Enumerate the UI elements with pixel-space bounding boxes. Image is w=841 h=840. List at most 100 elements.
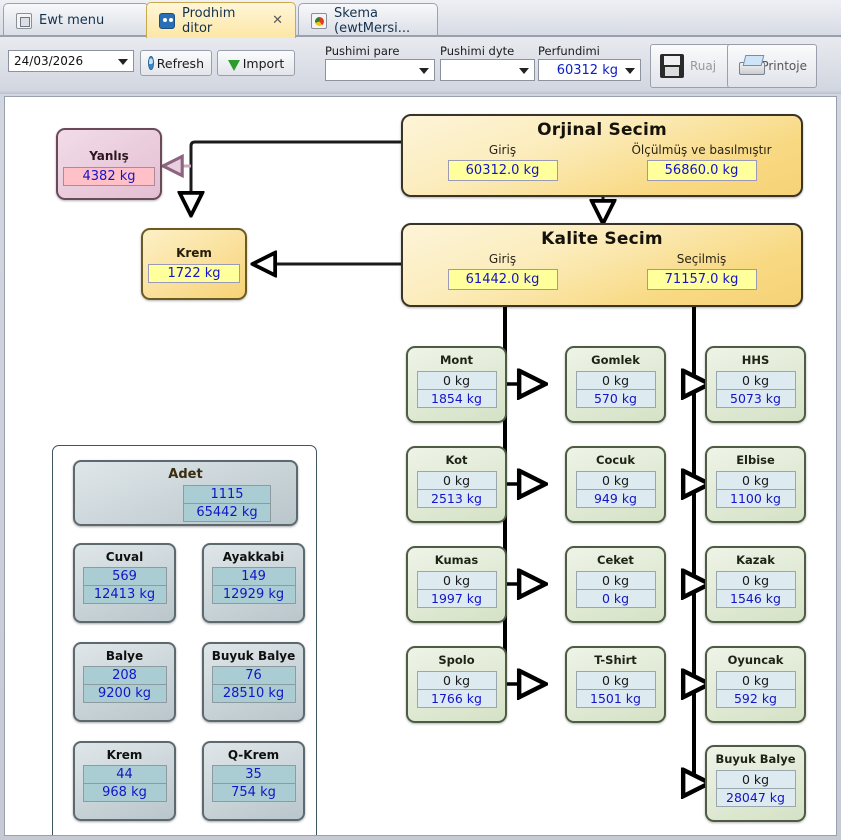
rate-value: 0 kg (716, 372, 795, 390)
orjinal-giris: Giriş 60312.0 kg (403, 143, 602, 181)
perfundimi-select[interactable]: 60312 kg (538, 59, 641, 81)
node-title: Cocuk (596, 453, 635, 467)
print-label: Printoje (761, 59, 807, 73)
node-title: Kumas (434, 553, 479, 567)
node-title: Buyuk Balye (211, 649, 296, 663)
orjinal-olculmus: Ölçülmüş ve basılmıştır 56860.0 kg (602, 143, 801, 181)
diagram-canvas: Orjinal Secim Giriş 60312.0 kg Ölçülmüş … (4, 96, 837, 836)
node-title: Kalite Secim (541, 229, 663, 249)
pushimi-pare-select[interactable] (325, 59, 435, 81)
rate-value: 0 kg (576, 672, 655, 690)
save-button[interactable]: Ruaj (650, 44, 732, 88)
perfundimi-value: 60312 kg (556, 62, 618, 78)
node-title: Orjinal Secim (537, 120, 667, 140)
rate-value: 0 kg (576, 372, 655, 390)
rate-value: 0 kg (576, 472, 655, 490)
weight-value: 1997 kg (431, 591, 482, 606)
import-button[interactable]: Import (217, 50, 295, 76)
save-label: Ruaj (690, 59, 717, 73)
node-title: Gomlek (591, 353, 640, 367)
node-title: Yanlış (89, 149, 129, 163)
field-label: Giriş (488, 143, 517, 157)
node-orjinal-secim[interactable]: Orjinal Secim Giriş 60312.0 kg Ölçülmüş … (401, 114, 803, 197)
weight-value: 2513 kg (431, 491, 482, 506)
chevron-down-icon[interactable] (625, 68, 635, 74)
node-title: HHS (741, 353, 770, 367)
count-value: 35 (212, 766, 295, 784)
rate-value: 0 kg (716, 572, 795, 590)
count-value: 44 (83, 766, 166, 784)
node-krem[interactable]: Krem 1722 kg (141, 228, 247, 300)
counts-header-adet[interactable]: Adet 1115 65442 kg (73, 460, 298, 526)
field-value: 71157.0 kg (646, 269, 757, 290)
field-value: 60312.0 kg (447, 160, 558, 181)
node-yanlis[interactable]: Yanlış 4382 kg (56, 128, 162, 200)
adet-weight: 65442 kg (196, 505, 258, 520)
field-label: Seçilmiş (676, 252, 727, 266)
rate-value: 0 kg (417, 572, 496, 590)
blue-app-icon (159, 12, 175, 29)
close-icon[interactable]: ✕ (272, 13, 283, 28)
weight-value: 12929 kg (222, 587, 285, 602)
weight-value: 968 kg (102, 785, 147, 800)
chevron-down-icon[interactable] (419, 68, 429, 74)
weight-value: 1100 kg (730, 491, 781, 506)
tab-prodhim-ditor[interactable]: Prodhim ditor ✕ (146, 2, 296, 38)
node-title: Elbise (736, 453, 775, 467)
node-title: Ayakkabi (222, 550, 285, 564)
weight-value: 592 kg (733, 691, 777, 706)
node-title: Cuval (105, 550, 144, 564)
floppy-disk-icon (660, 54, 684, 78)
weight-value: 0 kg (601, 591, 630, 606)
grid-icon (16, 12, 32, 29)
node-title: Kazak (736, 553, 775, 567)
date-input[interactable]: 24/03/2026 (8, 50, 134, 72)
field-value: 61442.0 kg (447, 269, 558, 290)
weight-value: 1546 kg (730, 591, 781, 606)
weight-value: 1766 kg (431, 691, 482, 706)
weight-value: 28510 kg (222, 686, 285, 701)
count-value: 208 (83, 667, 166, 685)
chevron-down-icon[interactable] (118, 59, 128, 65)
chevron-down-icon[interactable] (519, 68, 529, 74)
node-kalite-secim[interactable]: Kalite Secim Giriş 61442.0 kg Seçilmiş 7… (401, 223, 803, 307)
rate-value: 0 kg (716, 672, 795, 690)
download-arrow-icon (227, 59, 240, 71)
adet-count: 1115 (184, 486, 270, 504)
weight-value: 9200 kg (98, 686, 151, 701)
tab-skema[interactable]: Skema (ewtMersi... (298, 3, 438, 37)
refresh-button[interactable]: Refresh (140, 50, 212, 76)
node-value: 1722 kg (148, 264, 240, 283)
printer-icon (737, 55, 766, 77)
pushimi-dyte-select[interactable] (440, 59, 535, 81)
tab-ewt-menu[interactable]: Ewt menu (3, 3, 149, 37)
print-button[interactable]: Printoje (727, 44, 817, 88)
node-title: Buyuk Balye (715, 752, 796, 766)
rate-value: 0 kg (716, 771, 795, 789)
count-value: 76 (212, 667, 295, 685)
weight-value: 1501 kg (590, 691, 641, 706)
import-label: Import (242, 55, 285, 71)
node-value: 4382 kg (63, 167, 155, 186)
node-title: Q-Krem (227, 748, 280, 762)
